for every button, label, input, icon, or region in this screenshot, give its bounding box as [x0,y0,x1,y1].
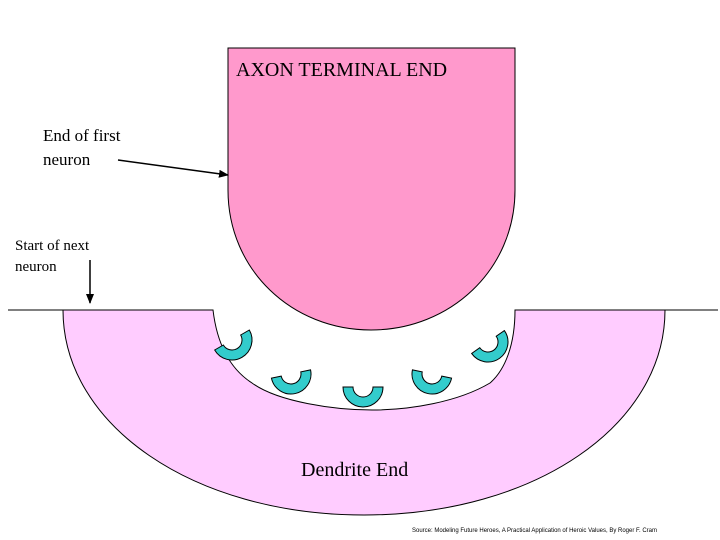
receptor-1 [213,329,253,361]
end-first-neuron-label-line1: End of first [43,126,121,145]
receptor-4 [411,369,453,395]
source-citation: Source: Modeling Future Heroes, A Practi… [412,528,657,534]
end-first-neuron-label-line2: neuron [43,150,91,169]
end-first-neuron-arrow [117,159,229,178]
receptor-3 [342,386,384,408]
start-next-neuron-label-line2: neuron [15,259,57,275]
dendrite-end-label: Dendrite End [301,459,408,481]
receptor-5 [470,329,509,363]
axon-terminal-shape [227,47,516,331]
receptor-2 [270,369,312,395]
start-next-neuron-label-line1: Start of next [15,238,90,254]
dendrite-end-shape [62,309,666,516]
axon-terminal-label: AXON TERMINAL END [236,59,447,81]
